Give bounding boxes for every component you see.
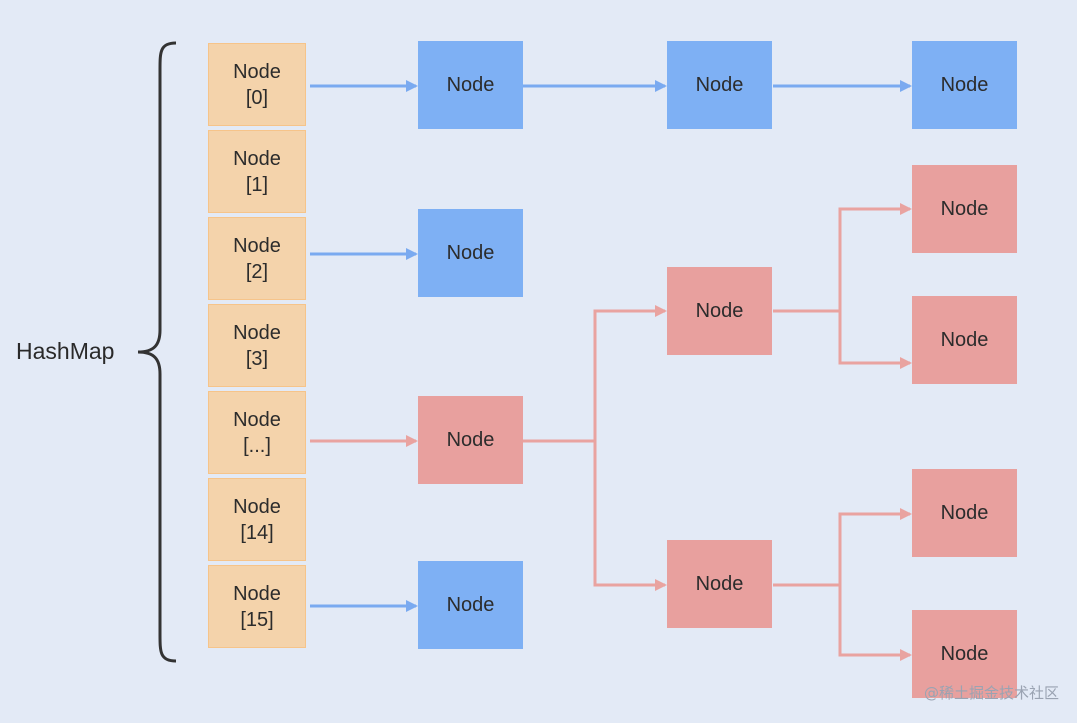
- list-node-15: Node: [418, 561, 523, 649]
- bucket-3-index: [3]: [245, 347, 269, 370]
- tree-left-child-node: Node: [667, 267, 772, 355]
- arrow-left-child-to-leaf-b: [838, 311, 912, 369]
- tree-leaf-node-d: Node: [912, 610, 1017, 698]
- tree-root-node: Node: [418, 396, 523, 484]
- arrow-root-to-right-child: [593, 441, 667, 591]
- list-node-0-c: Node: [912, 41, 1017, 129]
- bucket-1-index: [1]: [245, 173, 269, 196]
- tree-leaf-node-c: Node: [912, 469, 1017, 557]
- bucket-14-name: Node: [233, 495, 281, 518]
- bucket-15-name: Node: [233, 582, 281, 605]
- arrow-root-to-left-child: [523, 305, 667, 443]
- bucket-14: Node [14]: [208, 478, 306, 561]
- bucket-ellipsis-name: Node: [233, 408, 281, 431]
- list-arrows: [310, 80, 912, 612]
- tree-leaf-node-a: Node: [912, 165, 1017, 253]
- tree-arrows: [310, 203, 912, 661]
- bucket-2-name: Node: [233, 234, 281, 257]
- list-node-0-a: Node: [418, 41, 523, 129]
- tree-right-child-node: Node: [667, 540, 772, 628]
- bucket-ellipsis: Node [...]: [208, 391, 306, 474]
- bucket-1: Node [1]: [208, 130, 306, 213]
- bucket-1-name: Node: [233, 147, 281, 170]
- hashmap-title: HashMap: [16, 338, 115, 364]
- arrow-right-child-to-leaf-c: [773, 508, 912, 587]
- bucket-0: Node [0]: [208, 43, 306, 126]
- list-node-0-b: Node: [667, 41, 772, 129]
- watermark: @稀土掘金技术社区: [923, 684, 1059, 702]
- tree-leaf-node-b: Node: [912, 296, 1017, 384]
- bucket-0-name: Node: [233, 60, 281, 83]
- bucket-ellipsis-index: [...]: [243, 434, 271, 457]
- bucket-2: Node [2]: [208, 217, 306, 300]
- bucket-15-index: [15]: [240, 608, 274, 631]
- bucket-14-index: [14]: [240, 521, 274, 544]
- arrow-right-child-to-leaf-d: [838, 585, 912, 661]
- hashmap-brace: [137, 41, 177, 663]
- arrow-left-child-to-leaf-a: [773, 203, 912, 313]
- bucket-2-index: [2]: [245, 260, 269, 283]
- bucket-0-index: [0]: [245, 86, 269, 109]
- list-node-2: Node: [418, 209, 523, 297]
- bucket-3: Node [3]: [208, 304, 306, 387]
- bucket-15: Node [15]: [208, 565, 306, 648]
- bucket-3-name: Node: [233, 321, 281, 344]
